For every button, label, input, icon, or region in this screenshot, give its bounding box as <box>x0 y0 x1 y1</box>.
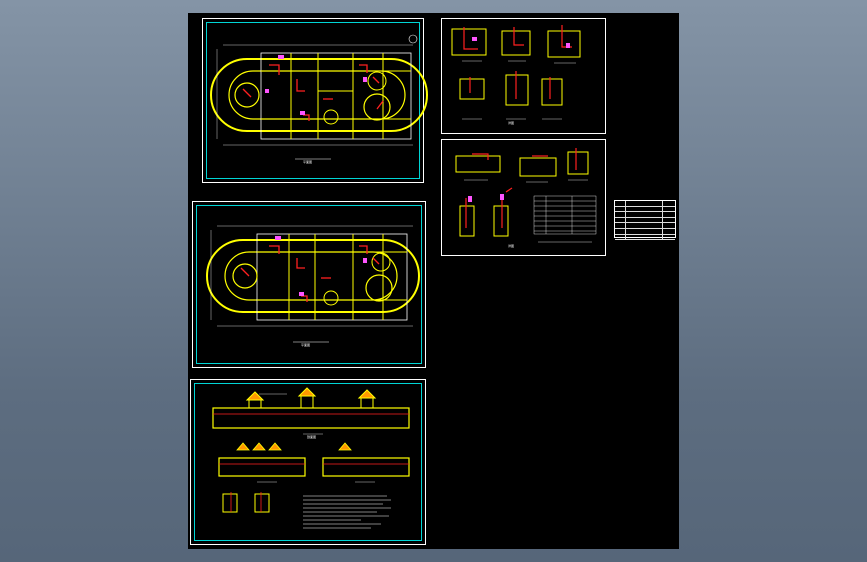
sheet-plan-upper[interactable]: 平面图 <box>202 18 428 183</box>
pool-outline <box>210 58 428 132</box>
section-a <box>218 457 306 477</box>
pool-inner-outline <box>228 70 406 120</box>
legend-row <box>615 234 675 241</box>
building-block <box>260 52 412 140</box>
round-pool-left <box>234 82 260 108</box>
sheet-inner-border <box>194 383 422 541</box>
legend-row <box>615 206 675 213</box>
legend-row <box>615 217 675 224</box>
pipe-network <box>240 245 380 302</box>
legend-table[interactable] <box>614 200 676 241</box>
section-long <box>212 407 410 429</box>
sheet-caption: 平面图 <box>301 343 311 347</box>
model-space-canvas[interactable]: 平面图 <box>188 13 679 549</box>
sheet-plan-lower[interactable]: 平面图 <box>192 201 426 368</box>
section-b <box>322 457 410 477</box>
legend-row <box>615 201 675 207</box>
legend-row <box>615 212 675 218</box>
detail-pipes <box>463 25 572 99</box>
sheet-caption: 详图 <box>508 121 515 125</box>
details-bottom-drawing <box>455 148 597 243</box>
details-top-drawing <box>451 25 581 120</box>
gazebo-icons <box>245 387 377 409</box>
pipe-network <box>242 64 384 121</box>
sections-drawing <box>212 387 410 529</box>
sheet-details-bottom[interactable]: 详图 <box>441 139 606 256</box>
round-pool-right <box>363 93 391 121</box>
sheet-details-top[interactable]: 详图 <box>441 18 606 134</box>
plan-upper-drawing <box>210 34 428 160</box>
sheet-caption: 剖面图 <box>307 435 317 439</box>
sheet-caption: 平面图 <box>303 160 313 164</box>
pool-outline <box>206 239 420 313</box>
legend-row <box>615 223 675 229</box>
equipment-markers <box>265 55 367 115</box>
pool-inner-outline <box>224 251 398 301</box>
schedule-table <box>533 195 597 235</box>
sheet-inner-border <box>206 22 420 179</box>
detail-pipes <box>465 148 577 228</box>
sheet-sections[interactable]: 剖面图 <box>190 379 426 545</box>
sheet-caption: 详图 <box>508 244 515 248</box>
notes-block <box>303 495 391 529</box>
sheet-inner-border <box>196 205 422 364</box>
plan-lower-drawing <box>206 225 420 343</box>
legend-row <box>615 228 675 235</box>
equipment-markers <box>275 236 367 296</box>
north-arrow-icon <box>408 34 418 44</box>
